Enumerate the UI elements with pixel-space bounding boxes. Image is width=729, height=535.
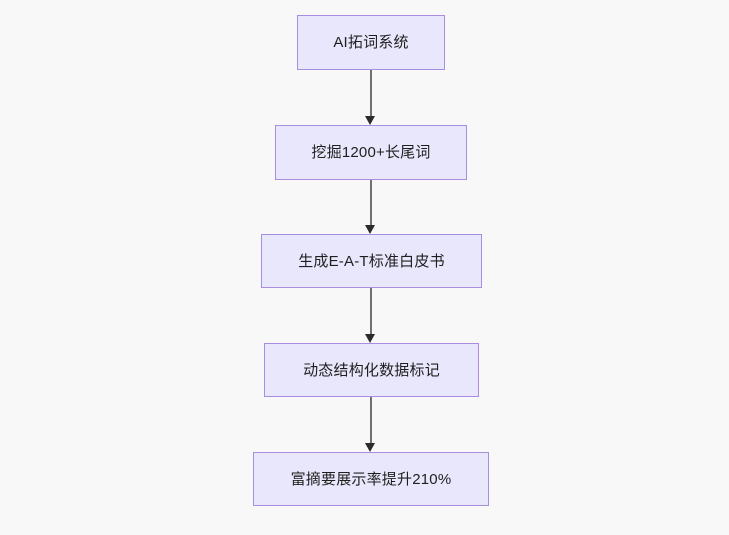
flow-node-label: 挖掘1200+长尾词 (311, 144, 431, 161)
flow-node-label: AI拓词系统 (333, 34, 409, 51)
flow-node-label: 富摘要展示率提升210% (290, 470, 452, 488)
connector-line-1 (370, 70, 372, 116)
connector-arrowhead-3 (365, 334, 375, 343)
flow-node-generate-eat-whitepaper[interactable]: 生成E-A-T标准白皮书 (261, 234, 482, 288)
connector-arrowhead-1 (365, 116, 375, 125)
connector-arrowhead-2 (365, 225, 375, 234)
connector-arrowhead-4 (365, 443, 375, 452)
flow-node-rich-snippet-impression-lift[interactable]: 富摘要展示率提升210% (253, 452, 489, 506)
flow-node-label: 动态结构化数据标记 (303, 361, 440, 379)
connector-line-3 (370, 288, 372, 334)
flow-node-mine-longtail-keywords[interactable]: 挖掘1200+长尾词 (275, 125, 467, 180)
flow-node-dynamic-structured-data-markup[interactable]: 动态结构化数据标记 (264, 343, 479, 397)
flow-node-ai-keyword-system[interactable]: AI拓词系统 (297, 15, 445, 70)
connector-line-4 (370, 397, 372, 443)
connector-line-2 (370, 180, 372, 225)
flow-node-label: 生成E-A-T标准白皮书 (298, 252, 445, 270)
